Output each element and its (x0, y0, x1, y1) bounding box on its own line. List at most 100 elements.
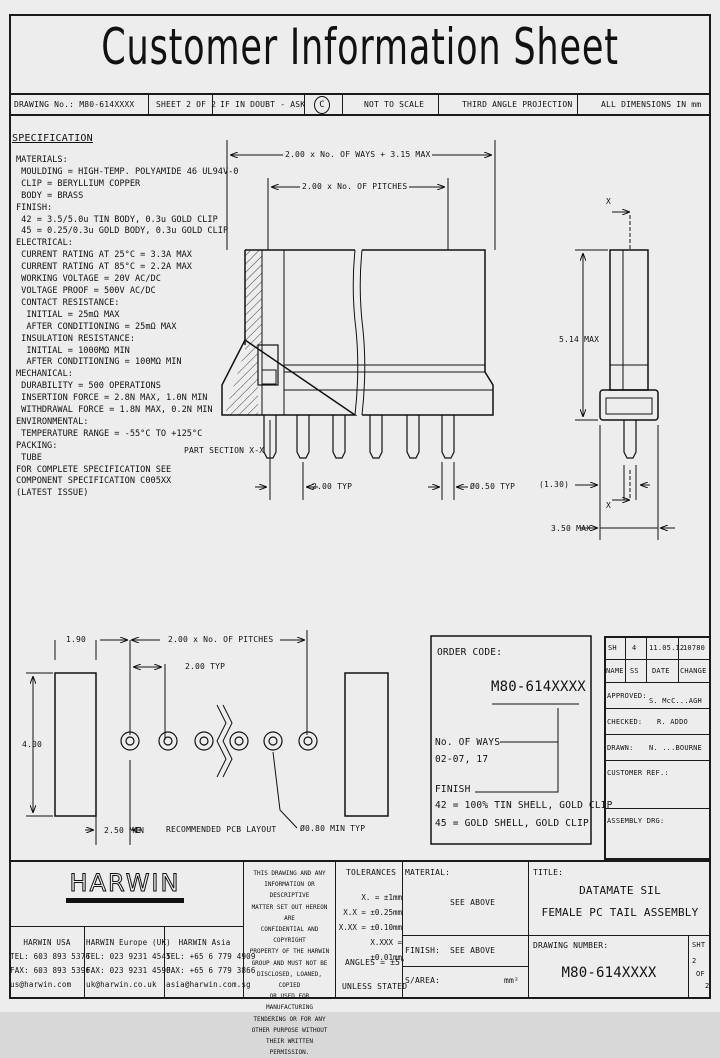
dim-pitch-typ: 2.00 TYP (312, 482, 353, 491)
rev-change-label: CHANGE (680, 667, 707, 675)
confidential-line: DISCLOSED, LOANED, COPIED (256, 970, 323, 990)
of-value: 2 (705, 982, 710, 990)
title-label: TITLE: (533, 868, 564, 877)
confidential-line: OTHER PURPOSE WITHOUT (251, 1026, 328, 1034)
harwin-logo: HARWIN (66, 868, 184, 908)
spec-line: COMPONENT SPECIFICATION C005XX (16, 476, 172, 487)
order-finish-45: 45 = GOLD SHELL, GOLD CLIP (435, 818, 589, 829)
material-value: SEE ABOVE (450, 898, 496, 907)
spec-line: 42 = 3.5/5.0u TIN BODY, 0.3u GOLD CLIP (16, 214, 218, 225)
confidential-line: THEIR WRITTEN PERMISSION. (266, 1038, 313, 1057)
spec-line: DURABILITY = 500 OPERATIONS (16, 381, 161, 392)
rev-sh-label: SH (608, 644, 617, 652)
pcb-layout-label: RECOMMENDED PCB LAYOUT (166, 825, 277, 834)
sheet-title: Customer Information Sheet (101, 18, 619, 76)
header-scale: NOT TO SCALE (364, 100, 425, 109)
contact-europe: HARWIN Europe (UK) TEL: 023 9231 4545 FA… (86, 938, 171, 989)
sarea-unit: mm² (504, 976, 520, 985)
order-ways-label: No. OF WAYS (435, 737, 501, 748)
spec-line: TUBE (16, 452, 42, 463)
unless-stated: UNLESS STATED (342, 982, 408, 991)
assembly-label: ASSEMBLY DRG: (607, 817, 665, 825)
pcb-dim-pitch-typ: 2.00 TYP (185, 662, 226, 671)
angles: ANGLES = ±5° (345, 958, 406, 967)
spec-line: WITHDRAWAL FORCE = 1.8N MAX, 0.2N MIN (16, 405, 213, 416)
order-code-heading: ORDER CODE: (437, 647, 503, 658)
rev-num: 4 (632, 644, 637, 652)
copyright-icon: C (314, 96, 330, 114)
spec-line: MOULDING = HIGH-TEMP. POLYAMIDE 46 UL94V… (16, 166, 239, 177)
pcb-dim-height: 4.00 (22, 740, 43, 749)
spec-line: AFTER CONDITIONING = 100MΩ MIN (16, 357, 182, 368)
rev-date-label: DATE (652, 667, 670, 675)
pcb-hole-dia: Ø0.80 MIN TYP (300, 824, 366, 833)
title-line-1: DATAMATE SIL (579, 884, 661, 897)
dim-overall: 2.00 x No. OF WAYS + 3.15 MAX (283, 150, 433, 159)
spec-line: INSERTION FORCE = 2.8N MAX, 1.0N MIN (16, 393, 208, 404)
spec-line: MATERIALS: (16, 155, 68, 165)
spec-line: INITIAL = 25mΩ MAX (16, 309, 120, 320)
finish-value: SEE ABOVE (450, 946, 496, 955)
drawing-number: M80-614XXXX (561, 965, 657, 981)
checked-name: R. ADDO (657, 718, 688, 726)
contact-asia: HARWIN Asia TEL: +65 6 779 4909 FAX: +65… (166, 938, 256, 989)
confidential-line: INFORMATION OR DESCRIPTIVE (264, 881, 315, 900)
header-units: ALL DIMENSIONS IN mm (601, 100, 702, 109)
sht-label: SHT (692, 941, 706, 949)
checked-label: CHECKED: (607, 718, 643, 726)
title-line-2: FEMALE PC TAIL ASSEMBLY (541, 906, 699, 919)
section-mark-top: X (606, 197, 612, 206)
confidential-line: MATTER SET OUT HEREON ARE (251, 903, 328, 922)
spec-line: FINISH: (16, 202, 53, 213)
spec-line: BODY = BRASS (16, 190, 84, 201)
drawing-no-label: DRAWING NUMBER: (533, 941, 609, 950)
confidential-line: CONFIDENTIAL AND COPYRIGHT (260, 926, 319, 945)
dim-height: 5.14 MAX (559, 335, 600, 344)
spec-heading: SPECIFICATION (12, 133, 93, 144)
spec-line: MECHANICAL: (16, 369, 73, 380)
rev-name-label: NAME (606, 667, 624, 675)
confidential-line: OR USED FOR MANUFACTURING (266, 993, 313, 1012)
confidential-line: PROPERTY OF THE HARWIN (249, 948, 330, 956)
of-label: OF (696, 970, 705, 978)
dim-width: 3.50 MAX (551, 524, 592, 533)
header-if-in-doubt: IF IN DOUBT - ASK (220, 100, 306, 109)
pcb-dim-edge: 1.90 (66, 635, 87, 644)
order-code: M80-614XXXX (491, 679, 586, 695)
order-finish-42: 42 = 100% TIN SHELL, GOLD CLIP (435, 800, 613, 811)
finish-label: FINISH: (405, 946, 441, 955)
spec-line: (LATEST ISSUE) (16, 488, 89, 499)
spec-line: TEMPERATURE RANGE = -55°C TO +125°C (16, 428, 203, 439)
spec-line: CURRENT RATING AT 25°C = 3.3A MAX (16, 250, 192, 261)
pcb-dim-min: 2.50 MIN (104, 826, 145, 835)
revision-block (604, 636, 711, 860)
confidential-line: TENDERING OR FOR ANY (253, 1015, 326, 1023)
dim-pitches: 2.00 x No. OF PITCHES (300, 182, 410, 191)
spec-line: INITIAL = 1000MΩ MIN (16, 345, 130, 356)
material-label: MATERIAL: (405, 868, 451, 877)
customer-ref-label: CUSTOMER REF.: (607, 769, 669, 777)
spec-line: CURRENT RATING AT 85°C = 2.2A MAX (16, 262, 192, 273)
spec-line: FOR COMPLETE SPECIFICATION SEE (16, 464, 172, 475)
spec-line: PACKING: (16, 440, 58, 451)
tolerance-line: X.XX = ±0.10mm (338, 923, 402, 932)
tolerances-label: TOLERANCES (346, 868, 397, 877)
header-projection: THIRD ANGLE PROJECTION (462, 100, 573, 109)
spec-line: 45 = 0.25/0.3u GOLD BODY, 0.3u GOLD CLIP (16, 226, 229, 237)
spec-line: CONTACT RESISTANCE: (16, 297, 120, 308)
approved-name: S. McC...AGH (649, 697, 702, 705)
contact-usa: HARWIN USA TEL: 603 893 5376 FAX: 603 89… (10, 938, 91, 989)
title-block (9, 860, 711, 999)
part-section-label: PART SECTION X-X (184, 446, 265, 455)
section-mark-bottom: X (606, 501, 612, 510)
tolerance-line: X.X = ±0.25mm (343, 908, 402, 917)
rev-name: SS (630, 667, 639, 675)
rev-ref: 10780 (683, 644, 706, 652)
sht-value: 2 (692, 957, 697, 965)
dim-pin-dia: Ø0.50 TYP (470, 482, 516, 491)
spec-line: ELECTRICAL: (16, 238, 73, 249)
rev-date: 11.05.12 (649, 644, 685, 652)
